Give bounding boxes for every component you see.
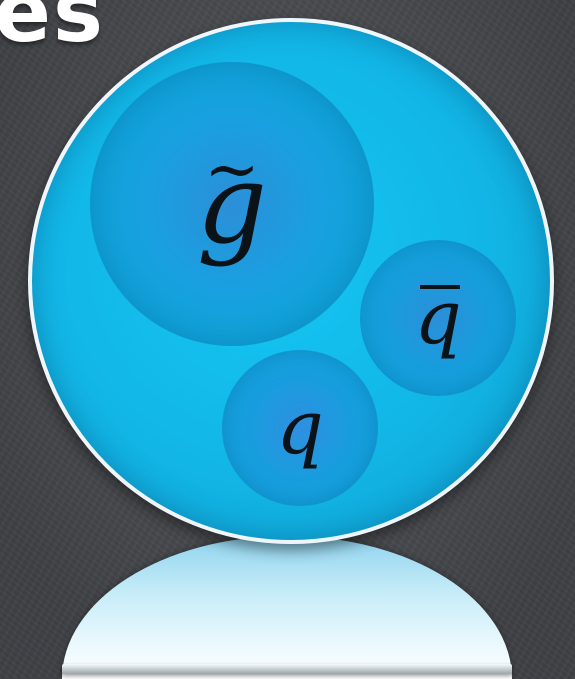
antiquark-symbol: q — [414, 281, 461, 355]
bubble-stand — [62, 536, 512, 679]
quark-particle: q — [222, 350, 378, 506]
gluino-tilde-accent: ~ — [204, 137, 259, 203]
gluino-particle: ~ g — [90, 62, 374, 346]
antiquark-particle: q — [360, 240, 516, 396]
gluino-symbol: ~ g — [197, 149, 267, 259]
quark-symbol-letter: q — [276, 391, 323, 465]
antiquark-bar-accent — [420, 285, 460, 289]
bubble-stand-rim — [62, 664, 512, 674]
